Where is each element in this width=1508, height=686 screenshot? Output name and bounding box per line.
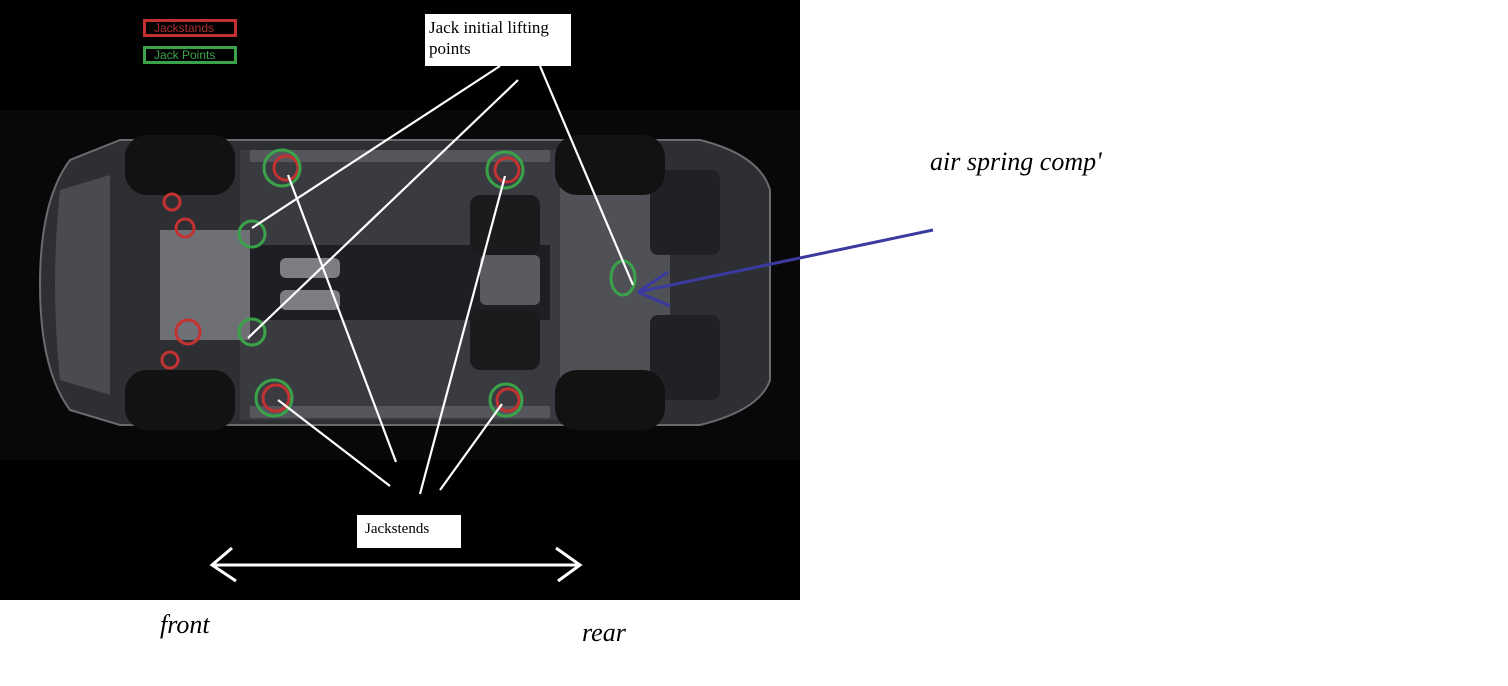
jack-point-markers <box>237 148 637 418</box>
jackstands-callout: Jackstends <box>357 515 461 548</box>
jackstand-markers <box>160 154 521 413</box>
legend-jackstands-label: Jackstands <box>154 21 215 35</box>
legend-jack-points: Jack Points <box>143 46 237 64</box>
lift-points-callout: Jack initial lifting points <box>425 14 571 66</box>
jackstand-pointer-lines <box>277 174 507 495</box>
car-underside-image <box>0 110 800 460</box>
air-spring-arrow <box>637 228 934 308</box>
air-spring-label: air spring comp' <box>930 147 1102 176</box>
legend-jack-points-label: Jack Points <box>154 48 216 62</box>
lift-pointer-lines <box>247 65 635 339</box>
rear-label: rear <box>582 618 626 647</box>
legend-jackstands: Jackstands <box>143 19 237 37</box>
front-rear-arrow <box>209 546 583 583</box>
front-label: front <box>160 610 210 639</box>
